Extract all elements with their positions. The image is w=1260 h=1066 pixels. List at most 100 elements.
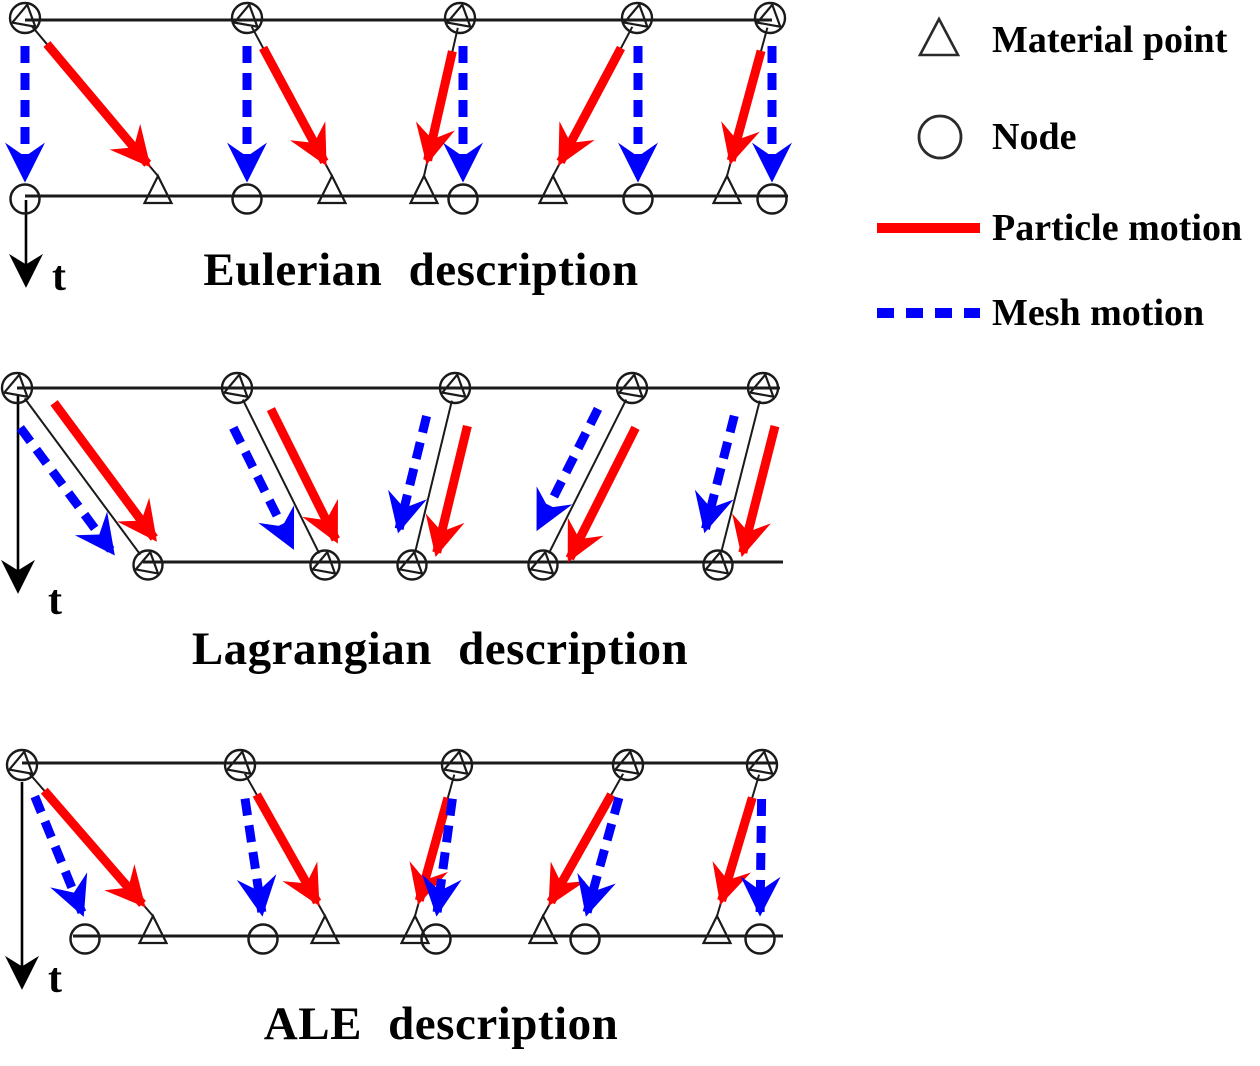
material-point-symbol bbox=[537, 173, 569, 205]
material-point-symbol bbox=[748, 372, 775, 399]
mesh-motion-arrow bbox=[30, 794, 88, 917]
node-symbol bbox=[753, 1, 787, 35]
legend: Material point Node Particle motion Mesh… bbox=[862, 0, 1260, 360]
node-symbol bbox=[309, 549, 341, 581]
time-axis-label-ale: t bbox=[48, 956, 62, 1002]
particle-motion-arrow bbox=[259, 45, 329, 166]
node-symbol bbox=[620, 1, 654, 35]
node-symbol bbox=[745, 748, 779, 782]
particle-motion-arrow bbox=[546, 792, 616, 907]
node-symbol bbox=[0, 371, 34, 405]
material-point-symbol bbox=[316, 173, 348, 205]
mesh-motion-arrow bbox=[694, 414, 739, 534]
material-point-symbol bbox=[701, 913, 733, 945]
material-point-symbol bbox=[2, 372, 29, 399]
trajectory-line bbox=[720, 400, 761, 553]
material-point-symbol bbox=[703, 550, 730, 575]
node-symbol bbox=[230, 1, 264, 35]
node-symbol bbox=[132, 549, 164, 581]
material-point-symbol bbox=[133, 550, 160, 575]
particle-motion-arrow bbox=[721, 49, 766, 166]
node-symbol bbox=[69, 923, 101, 955]
particle-motion-arrow bbox=[266, 407, 340, 544]
material-point-symbol bbox=[528, 550, 555, 575]
legend-label: Mesh motion bbox=[992, 292, 1205, 334]
material-point-symbol bbox=[222, 372, 249, 399]
material-point-symbol bbox=[7, 749, 34, 776]
panel-eulerian bbox=[5, 1, 792, 288]
node-symbol bbox=[247, 923, 279, 955]
node-symbol bbox=[744, 923, 776, 955]
material-point-symbol bbox=[225, 749, 252, 776]
mesh-motion-arrow bbox=[422, 798, 462, 917]
panel-title-lagrangian: Lagrangian description bbox=[191, 623, 689, 675]
node-symbol bbox=[756, 183, 788, 215]
mesh-motion-arrow bbox=[577, 796, 624, 917]
material-point-symbol bbox=[613, 749, 640, 776]
time-axis-label-lagrangian: t bbox=[48, 578, 62, 624]
mesh-motion-line-icon bbox=[877, 308, 980, 318]
node-symbol bbox=[622, 183, 654, 215]
panel-lagrangian bbox=[0, 371, 783, 594]
material-point-symbol bbox=[440, 372, 467, 399]
mesh-motion-arrow bbox=[388, 415, 431, 534]
node-symbol bbox=[9, 183, 41, 215]
node-symbol bbox=[438, 371, 472, 405]
node-icon bbox=[917, 114, 963, 160]
particle-motion-arrow bbox=[732, 424, 780, 558]
mesh-motion-arrow bbox=[740, 798, 781, 917]
panel-ale bbox=[5, 748, 783, 990]
particle-motion-arrow bbox=[425, 424, 472, 557]
legend-label: Particle motion bbox=[992, 207, 1243, 249]
material-point-symbol bbox=[747, 749, 774, 776]
particle-motion-arrow bbox=[50, 400, 158, 542]
material-point-symbol bbox=[442, 749, 469, 776]
node-symbol bbox=[396, 549, 428, 581]
material-point-symbol bbox=[622, 2, 649, 29]
node-symbol bbox=[746, 371, 780, 405]
node-symbol bbox=[615, 371, 649, 405]
material-point-symbol bbox=[445, 2, 472, 29]
node-symbol bbox=[220, 371, 254, 405]
node-symbol bbox=[702, 549, 734, 581]
particle-motion-line-icon bbox=[877, 223, 980, 233]
legend-label: Material point bbox=[992, 19, 1228, 61]
trajectory-line bbox=[23, 397, 142, 556]
mesh-motion-arrow bbox=[229, 425, 296, 550]
node-symbol bbox=[5, 748, 39, 782]
material-point-symbol bbox=[137, 913, 169, 945]
node-symbol bbox=[447, 183, 479, 215]
material-point-symbol bbox=[617, 372, 644, 399]
material-point-symbol bbox=[397, 550, 424, 575]
material-point-symbol bbox=[755, 2, 782, 29]
material-point-symbol bbox=[399, 913, 431, 945]
particle-motion-arrow bbox=[712, 796, 757, 906]
node-symbol bbox=[231, 183, 263, 215]
particle-motion-arrow bbox=[43, 41, 152, 168]
material-point-symbol bbox=[408, 173, 440, 205]
particle-motion-arrow bbox=[565, 425, 640, 563]
node-symbol bbox=[569, 923, 601, 955]
material-point-icon bbox=[917, 16, 961, 57]
legend-item-particle-motion: Particle motion bbox=[862, 200, 1242, 256]
material-point-symbol bbox=[309, 913, 341, 945]
node-symbol bbox=[611, 748, 645, 782]
material-point-symbol bbox=[142, 173, 174, 205]
node-symbol bbox=[440, 748, 474, 782]
panel-title-eulerian: Eulerian description bbox=[203, 244, 639, 296]
panel-title-ale: ALE description bbox=[263, 998, 619, 1050]
node-symbol bbox=[223, 748, 257, 782]
material-point-symbol bbox=[10, 2, 37, 29]
node-symbol bbox=[443, 1, 477, 35]
material-point-symbol bbox=[711, 173, 743, 205]
node-symbol bbox=[527, 549, 559, 581]
particle-motion-arrow bbox=[556, 45, 625, 166]
material-point-symbol bbox=[527, 913, 559, 945]
time-axis-label-eulerian: t bbox=[52, 254, 66, 300]
node-symbol bbox=[420, 923, 452, 955]
mesh-motion-arrow bbox=[16, 425, 116, 556]
particle-motion-arrow bbox=[415, 50, 457, 165]
material-point-symbol bbox=[310, 550, 337, 575]
